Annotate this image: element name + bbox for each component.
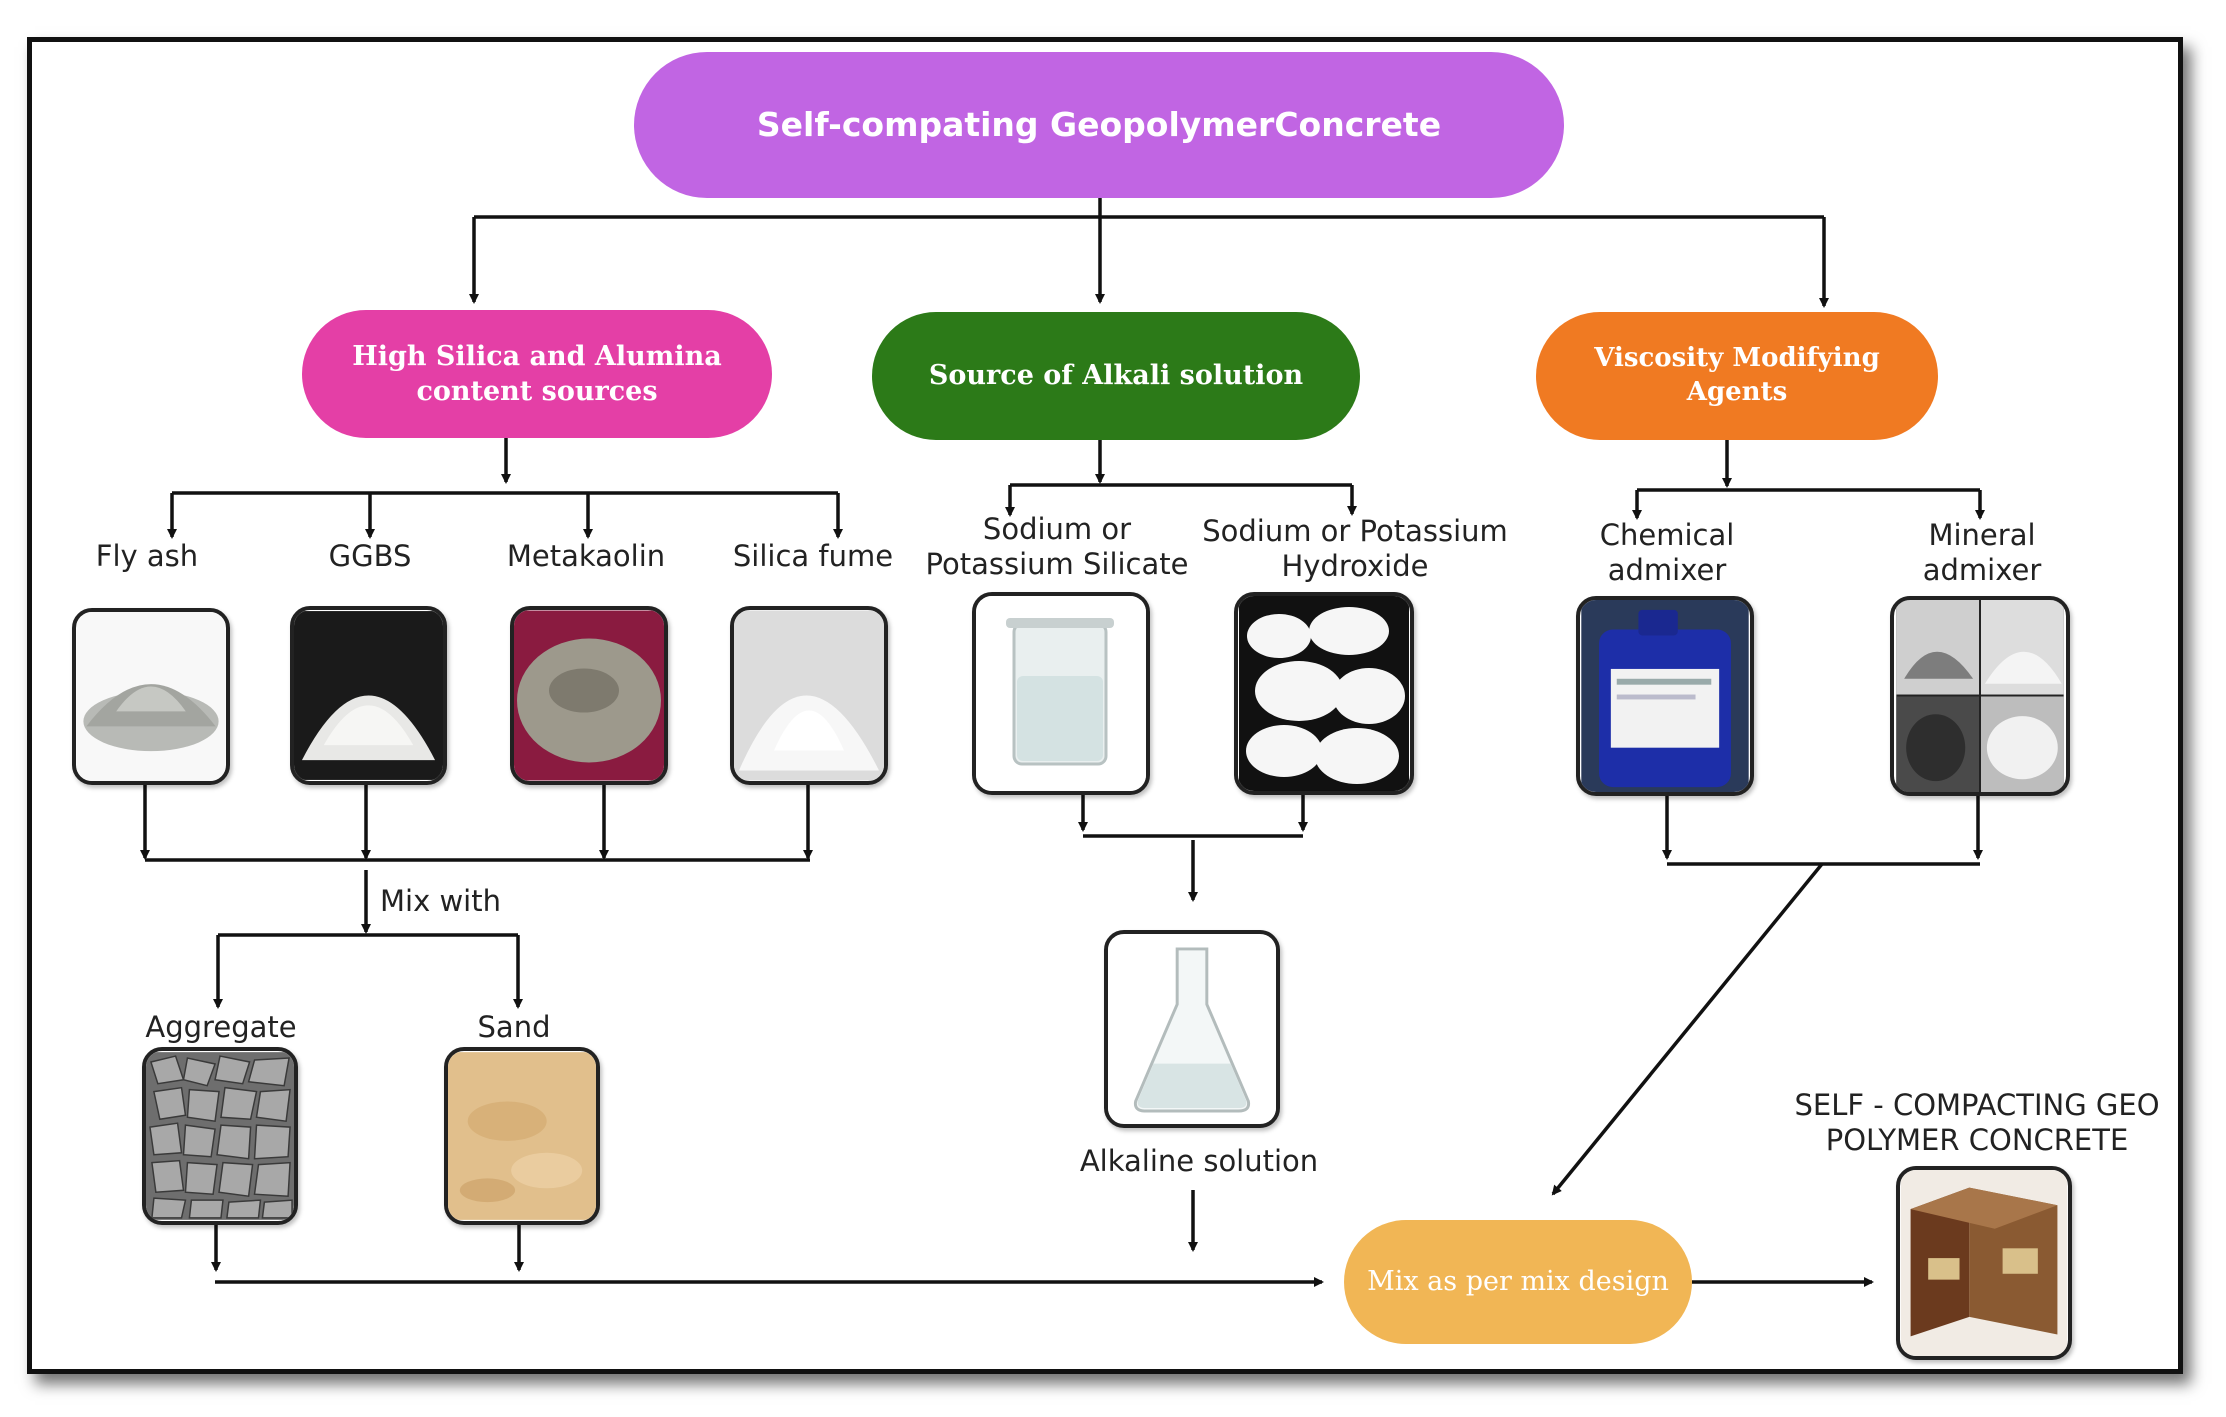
silica-fume-image bbox=[730, 606, 888, 785]
fly-ash-image bbox=[72, 608, 230, 785]
sand-label: Sand bbox=[477, 1010, 551, 1044]
title-node: Self-compating GeopolymerConcrete bbox=[634, 52, 1564, 198]
hydroxide-label: Sodium or Potassium Hydroxide bbox=[1202, 514, 1508, 583]
ggbs-label: GGBS bbox=[328, 539, 412, 573]
product-label: SELF - COMPACTING GEO POLYMER CONCRETE bbox=[1794, 1088, 2160, 1157]
mix-with-label: Mix with bbox=[380, 884, 501, 918]
mix-design-node: Mix as per mix design bbox=[1344, 1220, 1692, 1344]
geopolymer-concrete-image bbox=[1896, 1166, 2072, 1360]
sand-image bbox=[444, 1047, 600, 1225]
silica-alumina-node: High Silica and Alumina content sources bbox=[302, 310, 772, 438]
sodium-hydroxide-image bbox=[1234, 592, 1414, 795]
aggregate-label: Aggregate bbox=[145, 1010, 297, 1044]
mineral-admixer-label: Mineral admixer bbox=[1922, 518, 2042, 587]
silica-fume-label: Silica fume bbox=[732, 539, 894, 573]
sodium-silicate-image bbox=[972, 592, 1150, 795]
alkali-source-node: Source of Alkali solution bbox=[872, 312, 1360, 440]
metakaolin-label: Metakaolin bbox=[506, 539, 666, 573]
aggregate-image bbox=[142, 1047, 298, 1225]
metakaolin-image bbox=[510, 606, 668, 785]
fly-ash-label: Fly ash bbox=[95, 539, 199, 573]
viscosity-agents-node: Viscosity Modifying Agents bbox=[1536, 312, 1938, 440]
chemical-admixer-image bbox=[1576, 596, 1754, 796]
alkaline-flask-image bbox=[1104, 930, 1280, 1128]
chemical-admixer-label: Chemical admixer bbox=[1599, 518, 1735, 587]
ggbs-image bbox=[290, 606, 447, 785]
silicate-label: Sodium or Potassium Silicate bbox=[925, 512, 1189, 581]
mineral-admixer-image bbox=[1890, 596, 2070, 796]
alkaline-solution-label: Alkaline solution bbox=[1079, 1144, 1319, 1178]
